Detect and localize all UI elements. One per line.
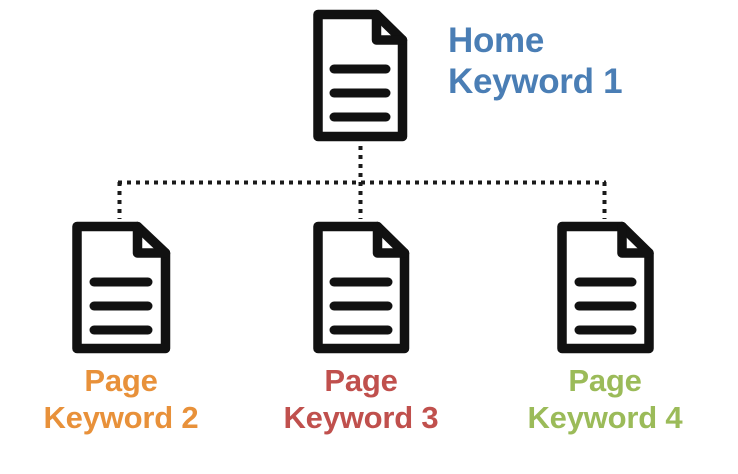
node-home[interactable] <box>308 5 412 146</box>
label-page4: Page Keyword 4 <box>484 363 726 436</box>
node-page4[interactable] <box>552 217 659 358</box>
document-icon <box>313 9 408 142</box>
label-page2: Page Keyword 2 <box>0 363 242 436</box>
document-icon <box>313 221 410 354</box>
node-page3[interactable] <box>308 217 414 358</box>
document-icon <box>557 221 654 354</box>
document-icon <box>72 221 171 354</box>
label-page2-line1: Page <box>84 363 158 398</box>
label-page4-line1: Page <box>568 363 642 398</box>
label-page3-line2: Keyword 3 <box>283 399 439 435</box>
label-home: Home Keyword 1 <box>448 20 623 103</box>
label-home-line1: Home <box>448 21 545 60</box>
label-home-line2: Keyword 1 <box>448 62 623 102</box>
label-page2-line2: Keyword 2 <box>43 399 199 435</box>
label-page4-line2: Keyword 4 <box>527 399 683 435</box>
label-page3-line1: Page <box>324 363 398 398</box>
node-page2[interactable] <box>67 217 175 358</box>
label-page3: Page Keyword 3 <box>240 363 482 436</box>
